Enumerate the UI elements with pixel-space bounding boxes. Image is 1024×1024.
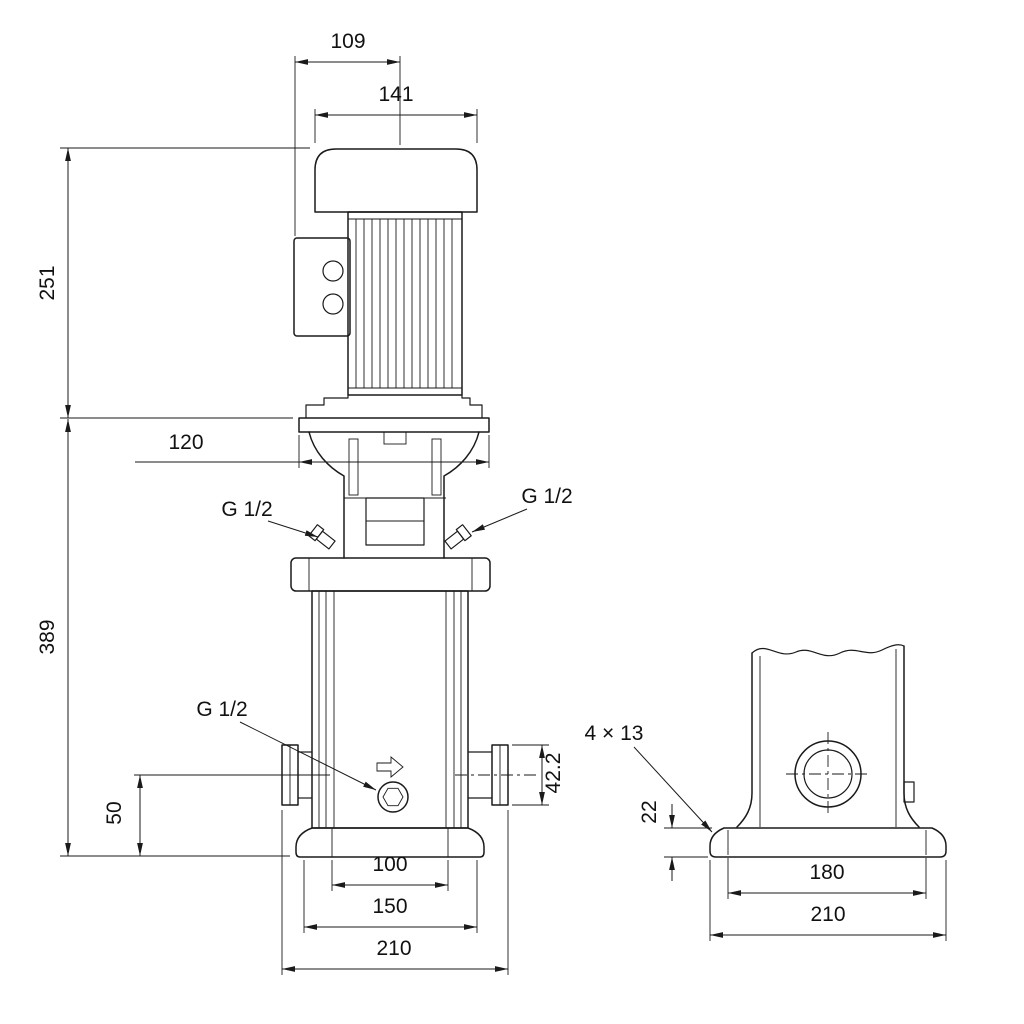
terminal-box bbox=[293, 237, 351, 337]
dim-text-50: 50 bbox=[103, 801, 126, 824]
head-flange bbox=[290, 557, 491, 592]
label-text-g12-right: G 1/2 bbox=[521, 485, 572, 508]
sleeve-right-edge bbox=[903, 645, 920, 828]
dim-text-210-side: 210 bbox=[810, 903, 845, 926]
dim-base-length: 210 bbox=[709, 860, 947, 941]
cable-entry-top bbox=[322, 260, 344, 282]
pump-head bbox=[290, 431, 491, 592]
label-vent-left: G 1/2 bbox=[221, 498, 319, 538]
drain-plug bbox=[376, 756, 409, 813]
vent-plug-left bbox=[308, 524, 336, 550]
coupling bbox=[365, 497, 425, 546]
label-bolt-holes: 4 × 13 bbox=[585, 722, 713, 833]
vent-plug-right bbox=[444, 524, 472, 550]
dim-text-109: 109 bbox=[330, 30, 365, 53]
pump-base-side bbox=[709, 827, 947, 858]
motor-foot-right bbox=[461, 395, 483, 418]
cable-entry-bottom bbox=[322, 293, 344, 315]
side-view bbox=[709, 644, 947, 858]
dimensions: 109 141 251 120 389 G 1/2 bbox=[36, 30, 947, 975]
label-text-4x13: 4 × 13 bbox=[585, 722, 644, 745]
dim-motor-width: 141 bbox=[314, 83, 478, 143]
guard-slot-right bbox=[431, 438, 442, 496]
flow-arrow-icon bbox=[376, 756, 404, 778]
pump-base-front bbox=[295, 827, 485, 858]
dim-port-to-port: 210 bbox=[281, 810, 509, 975]
break-line bbox=[751, 644, 905, 657]
motor-fins bbox=[348, 218, 462, 389]
dim-base-height: 22 bbox=[638, 800, 712, 881]
dim-text-180: 180 bbox=[809, 861, 844, 884]
label-text-g12-drain: G 1/2 bbox=[196, 698, 247, 721]
dim-stool-width: 120 bbox=[135, 431, 490, 468]
motor-fan-cover bbox=[314, 148, 478, 213]
dim-text-22: 22 bbox=[638, 800, 661, 823]
guard-slot-left bbox=[348, 438, 359, 496]
dim-text-150: 150 bbox=[372, 895, 407, 918]
label-drain: G 1/2 bbox=[196, 698, 377, 791]
front-view bbox=[281, 148, 540, 858]
dim-text-141: 141 bbox=[378, 83, 413, 106]
head-left-profile bbox=[308, 431, 345, 559]
stack-shell bbox=[311, 590, 469, 829]
dim-pump-height: 389 bbox=[36, 419, 290, 857]
dim-text-42-2: 42.2 bbox=[542, 753, 565, 794]
dim-text-120: 120 bbox=[168, 431, 203, 454]
dim-base-bolts-front: 150 bbox=[303, 860, 478, 933]
chamber-stack bbox=[311, 590, 469, 829]
dim-text-210-front: 210 bbox=[376, 937, 411, 960]
motor-stool-plate bbox=[298, 417, 490, 433]
motor bbox=[293, 148, 490, 433]
drain-boss bbox=[903, 781, 915, 803]
dim-text-389: 389 bbox=[36, 619, 59, 654]
sleeve-left-edge bbox=[736, 652, 753, 828]
label-text-g12-left: G 1/2 bbox=[221, 498, 272, 521]
dim-text-251: 251 bbox=[36, 265, 59, 300]
dim-port-od: 42.2 bbox=[512, 744, 565, 806]
head-right-profile bbox=[443, 431, 480, 559]
dim-text-100: 100 bbox=[372, 853, 407, 876]
motor-body bbox=[347, 211, 463, 396]
dim-base-inner: 100 bbox=[331, 853, 449, 891]
motor-foot-left bbox=[305, 395, 349, 418]
dim-port-height: 50 bbox=[103, 774, 330, 856]
dim-motor-height: 251 bbox=[36, 147, 310, 419]
dim-motor-top-width: 109 bbox=[294, 30, 401, 236]
dim-base-bolts-side: 180 bbox=[727, 858, 927, 899]
shaft-stub bbox=[383, 431, 407, 445]
label-vent-right: G 1/2 bbox=[471, 485, 573, 533]
